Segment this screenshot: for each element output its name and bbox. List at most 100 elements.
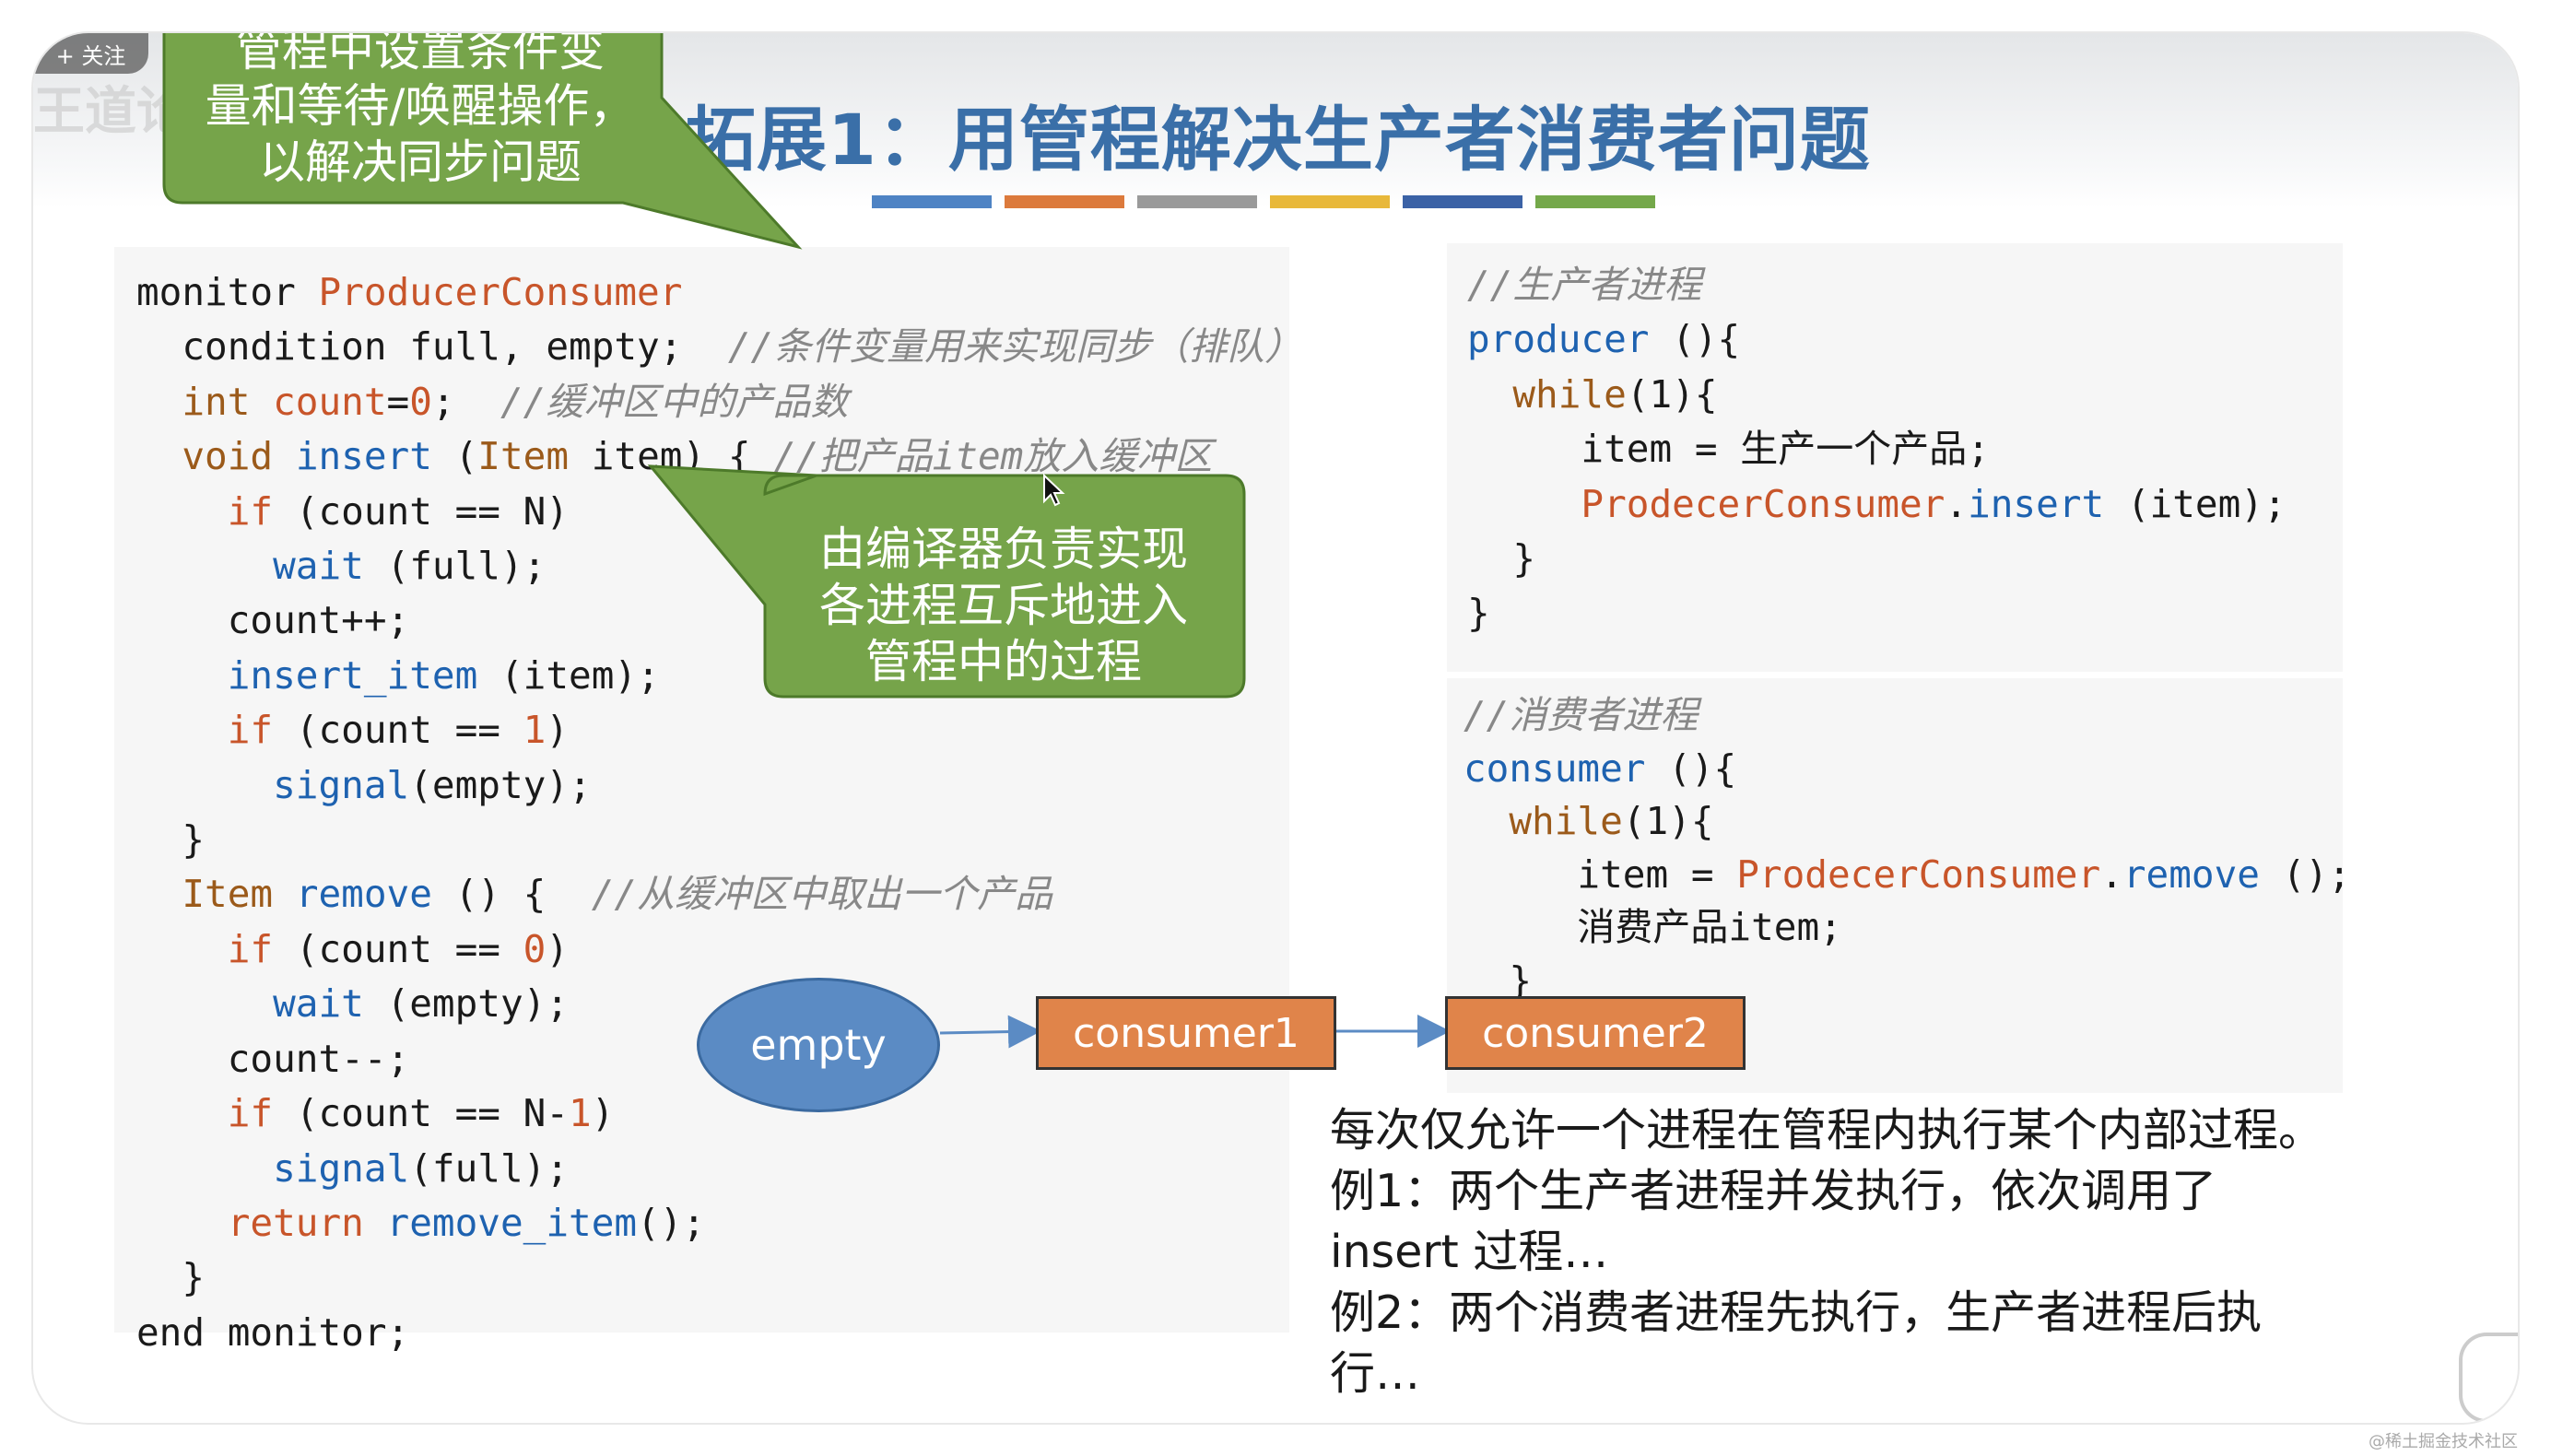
code-comment: //把产品item放入缓冲区 <box>773 434 1213 479</box>
code-token: (){ <box>1645 746 1737 791</box>
code-token: count <box>273 379 387 424</box>
code-token: insert_item <box>227 652 478 698</box>
code-comment: //缓冲区中的产品数 <box>500 379 849 424</box>
code-token: } <box>182 817 206 863</box>
code-token: void <box>182 434 274 479</box>
note-line: 行… <box>1330 1347 1421 1400</box>
code-token: () { <box>454 872 547 917</box>
code-token: ) <box>591 1091 615 1136</box>
mouse-cursor-icon <box>1043 474 1065 507</box>
code-token: while <box>1509 799 1623 843</box>
code-token: condition full, empty; <box>182 324 683 370</box>
note-line: 每次仅允许一个进程在管程内执行某个内部过程。 <box>1330 1104 2324 1157</box>
code-token: . <box>2100 851 2123 897</box>
code-token: (count == <box>295 708 523 753</box>
color-bar <box>1535 195 1655 208</box>
color-bars <box>872 195 1655 208</box>
code-token: } <box>182 1255 206 1300</box>
code-token: (item); <box>500 652 660 698</box>
follow-button[interactable]: + 关注 <box>33 33 148 74</box>
note-line: insert 过程… <box>1330 1226 1609 1278</box>
notes-text: 每次仅允许一个进程在管程内执行某个内部过程。 例1：两个生产者进程并发执行，依次… <box>1330 1100 2323 1404</box>
note-line: 例1：两个生产者进程并发执行，依次调用了 <box>1330 1165 2217 1217</box>
code-token: 0 <box>409 379 432 424</box>
callout-line: 量和等待/唤醒操作， <box>205 79 636 133</box>
slide: 王道论坛 + 关注 拓展1：用管程解决生产者消费者问题 monitor Prod… <box>33 33 2518 1423</box>
code-token: Item <box>477 434 570 479</box>
callout-sync: 管程中设置条件变 量和等待/唤醒操作， 以解决同步问题 <box>162 33 803 250</box>
code-token: (count == N) <box>295 488 570 534</box>
code-token: if <box>227 708 274 753</box>
code-comment: //生产者进程 <box>1467 263 1702 307</box>
code-token: item = <box>1577 851 1737 897</box>
code-token: signal <box>273 762 410 807</box>
code-token: . <box>1945 481 1969 526</box>
callout-mutex: 由编译器负责实现 各进程互斥地进入 管程中的过程 <box>647 464 1259 699</box>
code-token: ProdecerConsumer <box>1736 851 2101 897</box>
code-token: remove <box>2122 851 2260 897</box>
callout-line: 由编译器负责实现 <box>819 523 1188 576</box>
callout-line: 管程中设置条件变 <box>236 33 605 76</box>
code-token: count--; <box>227 1036 410 1081</box>
code-token: (full); <box>409 1145 570 1191</box>
code-token: if <box>227 926 274 971</box>
code-token: } <box>1467 591 1490 636</box>
slide-title: 拓展1：用管程解决生产者消费者问题 <box>686 99 1871 181</box>
code-token: remove_item <box>386 1200 638 1245</box>
code-token: ProdecerConsumer <box>1581 481 1946 526</box>
callout-line: 以解决同步问题 <box>259 135 582 189</box>
code-token: 0 <box>523 926 547 971</box>
code-token: ) <box>546 926 570 971</box>
code-token: monitor <box>136 270 296 314</box>
code-token: if <box>227 488 274 534</box>
code-token: ) <box>546 708 570 753</box>
side-control-icon[interactable] <box>2459 1333 2518 1423</box>
node-label: empty <box>750 1020 887 1070</box>
callout-shape <box>162 33 803 250</box>
consumer2-node: consumer2 <box>1445 996 1746 1070</box>
credit-text: @稀土掘金技术社区 <box>2369 1432 2518 1451</box>
code-token: item = 生产一个产品; <box>1581 427 1990 472</box>
callout-line: 管程中的过程 <box>865 635 1142 688</box>
code-token: wait <box>273 544 364 589</box>
code-token: 消费产品item; <box>1577 905 1842 949</box>
monitor-code: monitor ProducerConsumer condition full,… <box>136 270 1303 1355</box>
note-line: 例2：两个消费者进程先执行，生产者进程后执 <box>1330 1286 2263 1339</box>
code-token: producer <box>1467 317 1650 362</box>
code-token: } <box>1509 957 1533 1003</box>
code-token: = <box>386 379 410 424</box>
producer-code-block: //生产者进程 producer (){ while(1){ item = 生产… <box>1447 243 2343 672</box>
code-token: signal <box>273 1145 410 1191</box>
node-label: consumer2 <box>1482 1009 1709 1057</box>
code-token: (); <box>2259 851 2351 897</box>
callout-shape <box>647 464 1246 699</box>
code-token: Item <box>182 872 274 917</box>
consumer1-node: consumer1 <box>1036 996 1336 1070</box>
code-token: (1){ <box>1626 371 1718 417</box>
code-token: 1 <box>569 1091 592 1136</box>
code-token: (empty); <box>386 981 570 1027</box>
color-bar <box>1005 195 1124 208</box>
color-bar <box>1270 195 1390 208</box>
code-token: int <box>182 379 251 424</box>
code-token: } <box>1512 536 1536 581</box>
code-token: ProducerConsumer <box>318 270 683 314</box>
node-label: consumer1 <box>1073 1009 1299 1057</box>
producer-code: //生产者进程 producer (){ while(1){ item = 生产… <box>1467 258 2286 641</box>
code-token: insert <box>295 434 432 479</box>
code-token: consumer <box>1464 746 1646 791</box>
code-token: return <box>227 1200 364 1245</box>
code-comment: //条件变量用来实现同步（排队） <box>727 324 1303 370</box>
code-token: (item); <box>2104 481 2286 526</box>
code-token: while <box>1512 371 1627 417</box>
code-token: ; <box>431 379 455 424</box>
color-bar <box>872 195 992 208</box>
callout-line: 各进程互斥地进入 <box>819 579 1188 632</box>
code-comment: //从缓冲区中取出一个产品 <box>591 872 1053 917</box>
code-token: (empty); <box>409 762 592 807</box>
code-token: (count == N- <box>295 1091 570 1136</box>
consumer-code: //消费者进程 consumer (){ while(1){ item = Pr… <box>1464 689 2351 1007</box>
code-token: 1 <box>523 708 547 753</box>
monitor-code-block: monitor ProducerConsumer condition full,… <box>114 247 1302 1355</box>
code-token: (); <box>637 1200 706 1245</box>
